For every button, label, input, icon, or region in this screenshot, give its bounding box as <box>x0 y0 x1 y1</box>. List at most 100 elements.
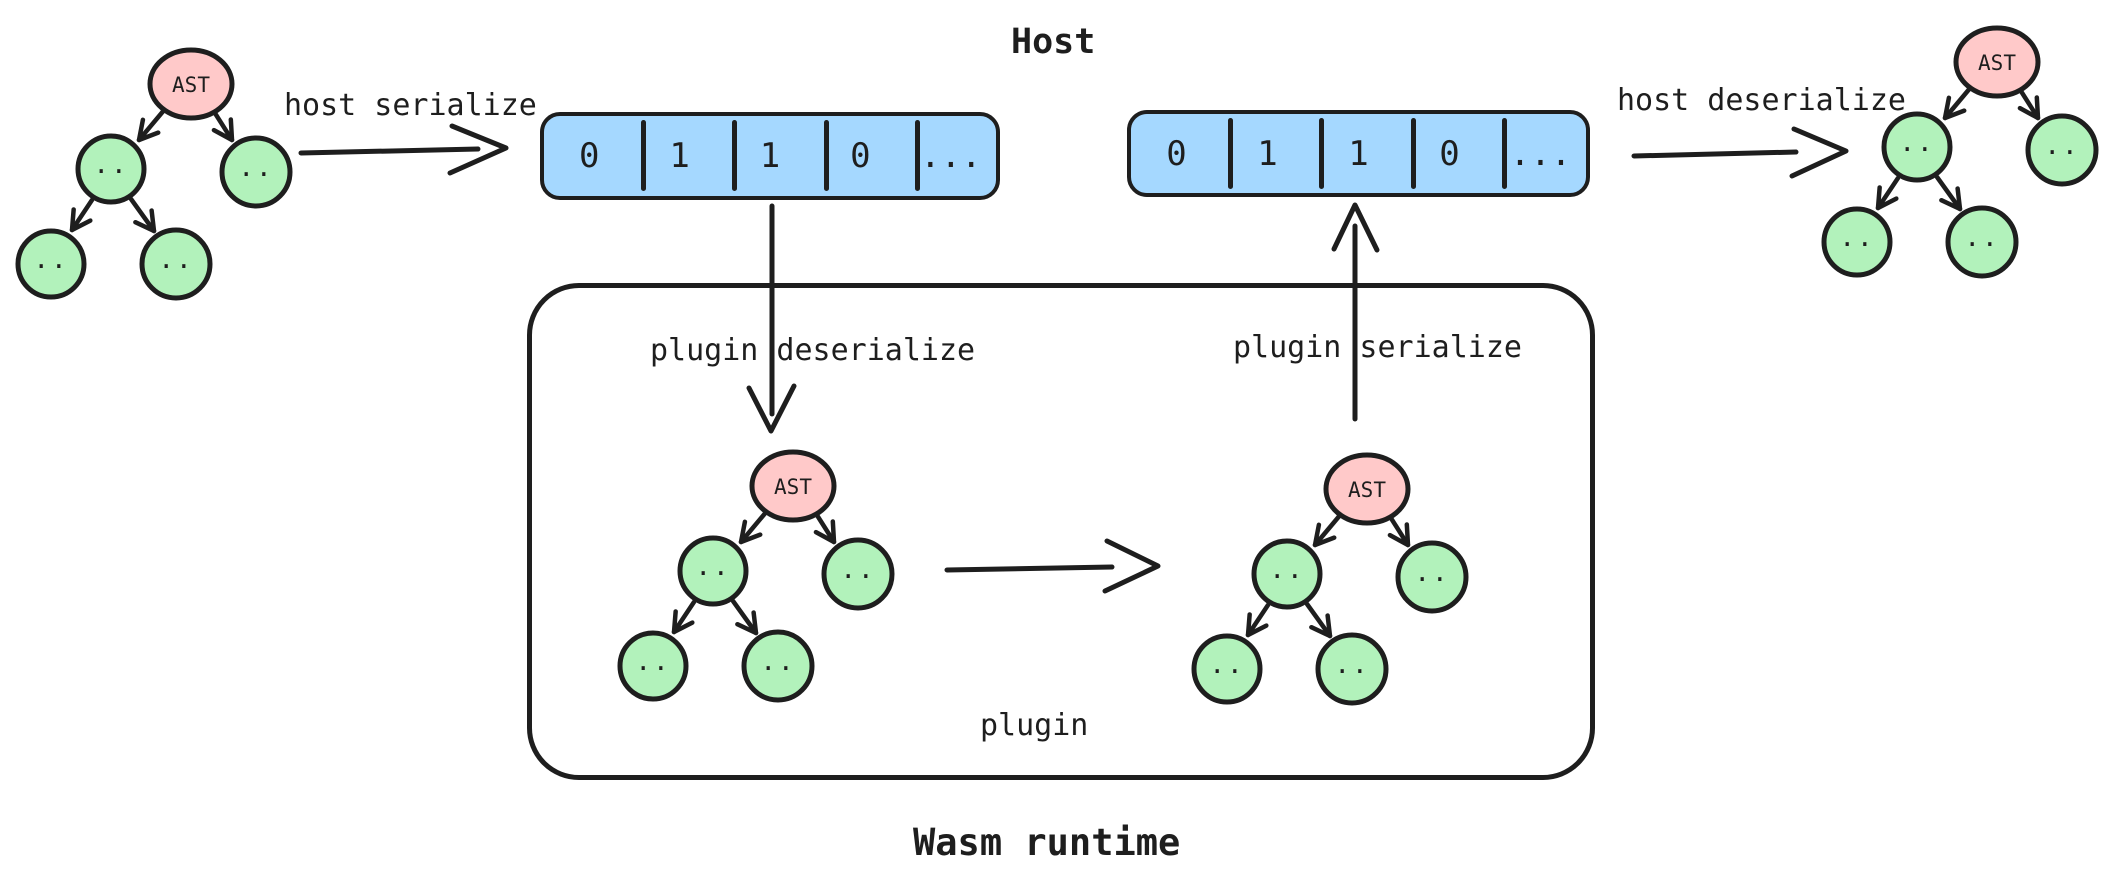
tree-node-label: .. <box>158 245 193 275</box>
tree-edge <box>1934 174 1963 212</box>
ast-root-node <box>749 449 837 523</box>
ast-root-label: AST <box>1348 478 1386 502</box>
tree-edge <box>69 197 95 233</box>
tree-edge <box>1304 601 1333 639</box>
tree-edge <box>210 107 235 143</box>
arrow-head <box>746 383 797 434</box>
tree-node-label: .. <box>1899 128 1934 158</box>
tree-edge <box>1245 602 1271 638</box>
tree-node-label: .. <box>1209 650 1244 680</box>
arrow-head <box>1331 202 1380 253</box>
tree-node <box>1945 205 2019 279</box>
wasm-runtime-label: Wasm runtime <box>913 821 1181 864</box>
byte-cell: 1 <box>759 136 781 176</box>
cell-divider <box>1228 118 1233 189</box>
byte-cell: 0 <box>1166 133 1187 174</box>
tree-node <box>1881 111 1953 183</box>
cell-divider <box>915 120 920 191</box>
host-title: Host <box>1011 22 1096 62</box>
host-deserialize-label: host deserialize <box>1617 83 1906 118</box>
tree-node <box>677 535 749 607</box>
tree-node-label: .. <box>635 647 670 677</box>
plugin-transform-arrow <box>944 538 1161 594</box>
tree-node-label: .. <box>760 647 795 677</box>
cell-divider <box>824 120 829 191</box>
tree-edge <box>738 508 770 545</box>
tree-node-label: .. <box>238 153 273 183</box>
tree-node <box>1251 538 1323 610</box>
tree-node-label: .. <box>1964 223 1999 253</box>
tree-node <box>15 228 87 300</box>
cell-divider <box>1502 118 1507 189</box>
byte-cell: ... <box>920 136 982 176</box>
tree-node <box>1821 206 1893 278</box>
tree-node-label: .. <box>1839 223 1874 253</box>
ast-root-node <box>1953 25 2041 99</box>
byte-cell: 0 <box>578 136 600 176</box>
cell-divider <box>1411 118 1416 189</box>
tree-edge <box>1386 512 1411 548</box>
tree-node <box>741 629 815 703</box>
tree-node <box>1191 633 1263 705</box>
tree-node <box>617 630 689 702</box>
byte-cell: 1 <box>669 136 690 176</box>
plugin-serialize-arrow <box>1331 202 1380 422</box>
tree-node-label: .. <box>93 150 128 180</box>
tree-node <box>219 135 293 209</box>
byte-array-plugin-serialized: 0 1 1 0 ... <box>1127 110 1590 197</box>
plugin-deserialize-arrow <box>746 203 797 434</box>
byte-cell: 0 <box>1439 133 1460 174</box>
plugin-box <box>527 283 1595 780</box>
tree-node-label: .. <box>2044 131 2079 161</box>
tree-node-label: .. <box>1414 558 1449 588</box>
arrow-head <box>1102 538 1161 594</box>
arrow-head <box>1789 126 1849 179</box>
arrow-shaft <box>1631 149 1799 159</box>
tree-edge <box>1312 511 1344 548</box>
plugin-deserialize-label: plugin deserialize <box>650 333 976 368</box>
host-deserialize-arrow <box>1631 126 1849 179</box>
tree-node <box>1315 632 1389 706</box>
cell-divider <box>732 120 737 191</box>
byte-cell: 1 <box>1348 133 1369 174</box>
tree-node-label: .. <box>1334 650 1369 680</box>
ast-root-label: AST <box>172 73 210 97</box>
tree-edge <box>2016 85 2041 121</box>
byte-array-host-serialized: 0 1 1 0 ... <box>540 112 1000 200</box>
tree-edge <box>671 599 697 635</box>
tree-node <box>139 227 213 301</box>
tree-node <box>2025 113 2099 187</box>
tree-node-label: .. <box>695 552 730 582</box>
arrow-head <box>447 123 509 176</box>
tree-edge <box>128 196 157 234</box>
byte-cell: 1 <box>1257 133 1278 174</box>
ast-tree-host-source: AST .. .. .. .. <box>15 47 293 301</box>
host-serialize-arrow <box>298 123 509 176</box>
ast-root-label: AST <box>1978 51 2016 75</box>
tree-node-label: .. <box>1269 555 1304 585</box>
ast-root-node <box>1323 452 1411 526</box>
ast-root-node <box>147 47 235 121</box>
tree-edge <box>812 509 837 545</box>
tree-edge <box>136 106 168 143</box>
tree-node-label: .. <box>840 555 875 585</box>
plugin-serialize-label: plugin serialize <box>1233 330 1522 365</box>
ast-tree-plugin-output: AST .. .. .. .. <box>1191 452 1469 706</box>
byte-cell: 0 <box>850 136 871 176</box>
host-serialize-label: host serialize <box>284 88 537 123</box>
tree-edge <box>730 598 759 636</box>
plugin-box-label: plugin <box>980 708 1089 743</box>
cell-divider <box>641 120 646 191</box>
arrow-shaft <box>298 146 481 156</box>
tree-node <box>1395 540 1469 614</box>
tree-node <box>75 133 147 205</box>
ast-tree-plugin-input: AST .. .. .. .. <box>617 449 895 703</box>
ast-tree-host-result: AST .. .. .. .. <box>1821 25 2099 279</box>
arrow-shaft <box>944 564 1115 573</box>
tree-edge <box>1875 175 1901 211</box>
cell-divider <box>1319 118 1324 189</box>
tree-node <box>821 537 895 611</box>
byte-cell: ... <box>1509 133 1572 174</box>
